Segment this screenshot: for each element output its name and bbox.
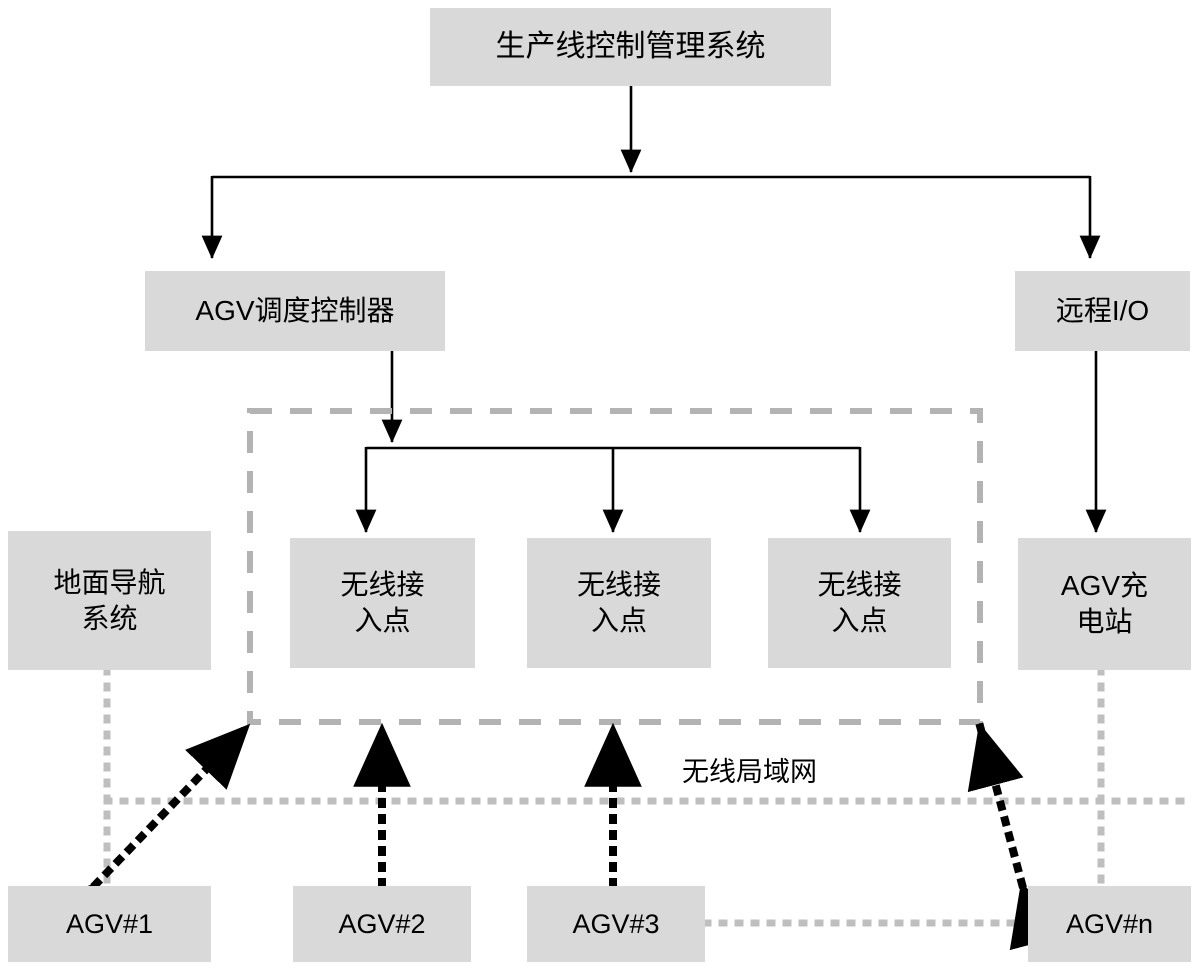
node-wireless-access-point-3[interactable]: 无线接 入点 [768,538,951,668]
node-agv-n[interactable]: AGV#n [1028,886,1191,962]
wlan-zone-label: 无线局域网 [682,757,817,787]
node-agv-2[interactable]: AGV#2 [293,886,471,962]
wlan-zone-boundary [247,408,983,725]
node-wireless-access-point-1[interactable]: 无线接 入点 [290,538,475,668]
node-agv-scheduler[interactable]: AGV调度控制器 [145,271,445,351]
node-agv-1[interactable]: AGV#1 [8,886,211,962]
node-ground-navigation-system[interactable]: 地面导航 系统 [8,531,211,670]
wireless-link-agvn [967,721,1066,951]
connector-ap-bus [355,446,871,534]
node-agv-3[interactable]: AGV#3 [527,886,705,962]
node-agv-charging-station[interactable]: AGV充 电站 [1018,538,1191,670]
node-remote-io[interactable]: 远程I/O [1015,271,1190,351]
node-production-line-control-system[interactable]: 生产线控制管理系统 [430,8,831,86]
wireless-link-agv1 [33,720,254,948]
connector-main-bus [201,175,1101,260]
node-wireless-access-point-2[interactable]: 无线接 入点 [527,538,711,668]
